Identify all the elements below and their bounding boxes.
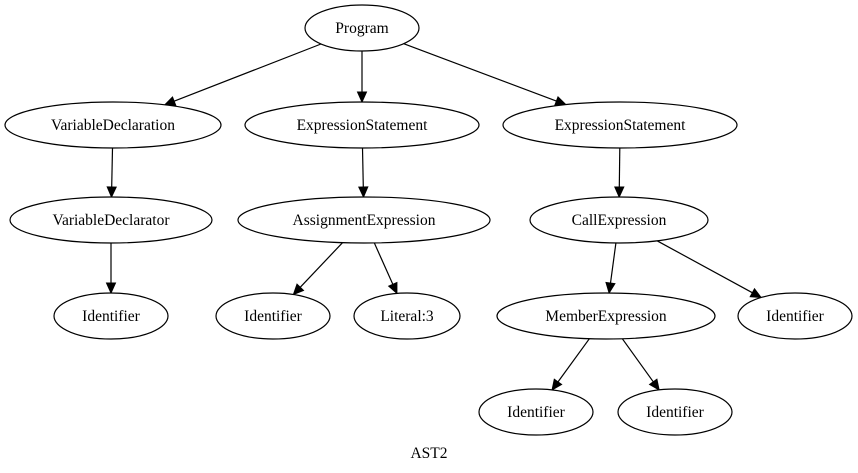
edge-assign_expr-to-identifier_2 bbox=[292, 242, 343, 296]
node-ellipse bbox=[304, 4, 420, 52]
node-ellipse bbox=[737, 292, 853, 340]
edge-program-to-expr_stmt_2 bbox=[403, 43, 567, 106]
node-expr-stmt-1: ExpressionStatement bbox=[244, 101, 480, 149]
node-ellipse bbox=[496, 292, 716, 340]
node-ellipse bbox=[9, 196, 213, 244]
node-ellipse bbox=[353, 292, 461, 340]
diagram-caption: AST2 bbox=[410, 445, 447, 462]
arrowhead-icon bbox=[356, 91, 368, 104]
edges-layer bbox=[105, 43, 763, 391]
edge-line bbox=[618, 147, 621, 188]
edge-expr_stmt_2-to-call_expr bbox=[614, 147, 625, 199]
node-ellipse bbox=[237, 196, 491, 244]
node-identifier-2: Identifier bbox=[215, 292, 331, 340]
arrowhead-icon bbox=[292, 283, 305, 296]
node-assign-expr: AssignmentExpression bbox=[237, 196, 491, 244]
node-var-declarator: VariableDeclarator bbox=[9, 196, 213, 244]
node-label: ExpressionStatement bbox=[297, 117, 429, 134]
node-label: Identifier bbox=[244, 308, 303, 325]
arrowhead-icon bbox=[554, 96, 567, 106]
node-identifier-3: Identifier bbox=[737, 292, 853, 340]
edge-member_expr-to-identifier_5 bbox=[621, 338, 660, 391]
arrowhead-icon bbox=[358, 186, 369, 199]
edge-line bbox=[609, 242, 617, 284]
edge-line bbox=[361, 147, 364, 188]
edge-member_expr-to-identifier_4 bbox=[551, 338, 590, 391]
edge-expr_stmt_1-to-assign_expr bbox=[358, 147, 369, 199]
node-label: Identifier bbox=[766, 308, 825, 325]
edge-program-to-var_decl bbox=[163, 43, 322, 106]
node-ellipse bbox=[4, 101, 222, 149]
edge-line bbox=[403, 43, 557, 102]
node-ellipse bbox=[53, 292, 169, 340]
edge-line bbox=[621, 338, 654, 383]
node-ellipse bbox=[244, 101, 480, 149]
node-ellipse bbox=[215, 292, 331, 340]
edge-var_declarator-to-identifier_1 bbox=[105, 243, 117, 295]
node-label: VariableDeclarator bbox=[52, 212, 170, 229]
edge-line bbox=[111, 147, 114, 188]
edge-call_expr-to-member_expr bbox=[605, 242, 617, 295]
node-expr-stmt-2: ExpressionStatement bbox=[502, 101, 738, 149]
node-identifier-5: Identifier bbox=[617, 388, 733, 436]
node-ellipse bbox=[617, 388, 733, 436]
node-label: Literal:3 bbox=[380, 308, 434, 325]
node-program: Program bbox=[304, 4, 420, 52]
node-member-expr: MemberExpression bbox=[496, 292, 716, 340]
edge-line bbox=[373, 242, 394, 285]
arrowhead-icon bbox=[163, 96, 177, 106]
node-identifier-1: Identifier bbox=[53, 292, 169, 340]
arrowhead-icon bbox=[749, 287, 763, 299]
node-label: Identifier bbox=[646, 404, 705, 421]
edge-line bbox=[299, 242, 343, 288]
node-call-expr: CallExpression bbox=[529, 196, 709, 244]
arrowhead-icon bbox=[551, 378, 563, 391]
arrowhead-icon bbox=[105, 282, 117, 295]
arrowhead-icon bbox=[614, 186, 625, 199]
arrowhead-icon bbox=[387, 281, 398, 295]
edge-line bbox=[173, 43, 322, 102]
node-label: Identifier bbox=[507, 404, 566, 421]
arrowhead-icon bbox=[106, 186, 117, 199]
node-literal-3: Literal:3 bbox=[353, 292, 461, 340]
node-ellipse bbox=[529, 196, 709, 244]
edge-var_decl-to-var_declarator bbox=[106, 147, 117, 199]
node-ellipse bbox=[502, 101, 738, 149]
node-label: Program bbox=[335, 20, 388, 37]
node-label: CallExpression bbox=[572, 212, 667, 229]
edge-assign_expr-to-literal_3 bbox=[373, 242, 398, 295]
edge-line bbox=[557, 338, 590, 383]
node-ellipse bbox=[478, 388, 594, 436]
edge-program-to-expr_stmt_1 bbox=[356, 51, 368, 104]
edge-line bbox=[656, 240, 753, 294]
node-var-decl: VariableDeclaration bbox=[4, 101, 222, 149]
node-label: ExpressionStatement bbox=[555, 117, 687, 134]
node-label: MemberExpression bbox=[545, 308, 667, 325]
arrowhead-icon bbox=[648, 378, 660, 391]
node-label: AssignmentExpression bbox=[293, 212, 436, 229]
arrowhead-icon bbox=[605, 281, 616, 295]
node-identifier-4: Identifier bbox=[478, 388, 594, 436]
node-label: Identifier bbox=[82, 308, 141, 325]
node-label: VariableDeclaration bbox=[51, 117, 175, 134]
edge-call_expr-to-identifier_3 bbox=[656, 240, 763, 299]
